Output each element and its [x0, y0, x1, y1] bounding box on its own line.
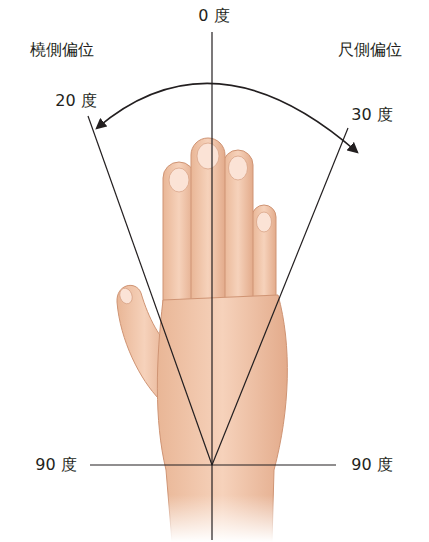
angle-label: 90 度 [349, 455, 394, 474]
range-arc [97, 83, 357, 152]
angle-label: 90 度 [33, 455, 78, 474]
ninety-axis [90, 464, 336, 465]
axis-label: 0 度 [196, 6, 231, 25]
ulnar-limit-line [212, 128, 348, 465]
direction-label: 尺側偏位 [336, 40, 404, 59]
direction-label: 橈側偏位 [28, 40, 96, 59]
angle-label: 30 度 [349, 105, 394, 124]
radial-limit-line [88, 116, 212, 465]
angle-label: 20 度 [53, 91, 98, 110]
